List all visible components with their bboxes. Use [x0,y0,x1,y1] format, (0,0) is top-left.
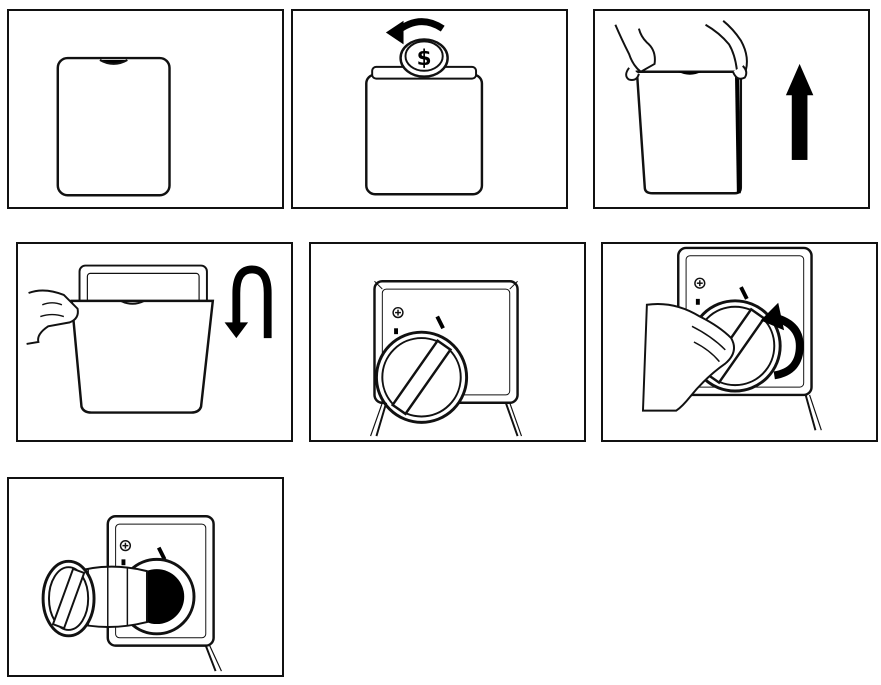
step-6-panel [601,242,878,442]
up-arrow-shaft-icon [791,91,808,160]
position-marker [435,315,445,330]
flap-cover [70,299,215,414]
lock-marker-icon [121,559,126,566]
fold-flap-illustration [26,264,272,414]
arrow-head-icon [385,20,404,45]
filter-cap-grip [51,567,86,630]
step-3-panel [593,9,870,209]
dollar-symbol: $ [417,46,432,71]
curved-arrow-icon [232,265,272,339]
filter-cap-illustration [370,280,523,437]
coin-pry-illustration: $ [365,18,484,196]
step-1-panel [7,9,284,209]
remove-filter-illustration [41,515,222,672]
lock-marker-icon [394,328,399,335]
right-leg [504,402,519,437]
flap-cover [56,56,171,197]
right-leg [804,394,817,431]
step-5-panel [309,242,586,442]
flap-notch [99,59,128,65]
step-7-panel [7,477,284,677]
hand-icon [26,289,79,345]
right-leg [204,645,217,672]
filter-cap-grip [390,338,453,416]
flap-cover [635,70,743,195]
lock-marker-icon [695,298,700,305]
turn-cap-illustration [641,246,822,431]
rotate-arrow-icon [769,312,804,380]
lift-flap-illustration [614,20,814,195]
step-2-panel: $ [291,9,568,209]
left-leg [375,402,388,437]
arrow-head-icon [760,302,785,331]
position-marker [156,546,167,561]
left-hand-icon [614,24,656,73]
hand-icon [641,303,735,412]
flap-notch [678,71,702,75]
arrow-head-icon [224,322,249,339]
closed-flap-illustration [56,56,171,197]
right-hand-icon [705,20,748,76]
up-arrow-head-icon [785,63,814,96]
step-4-panel [16,242,293,442]
flap-cover [365,73,484,196]
position-marker [739,286,749,300]
